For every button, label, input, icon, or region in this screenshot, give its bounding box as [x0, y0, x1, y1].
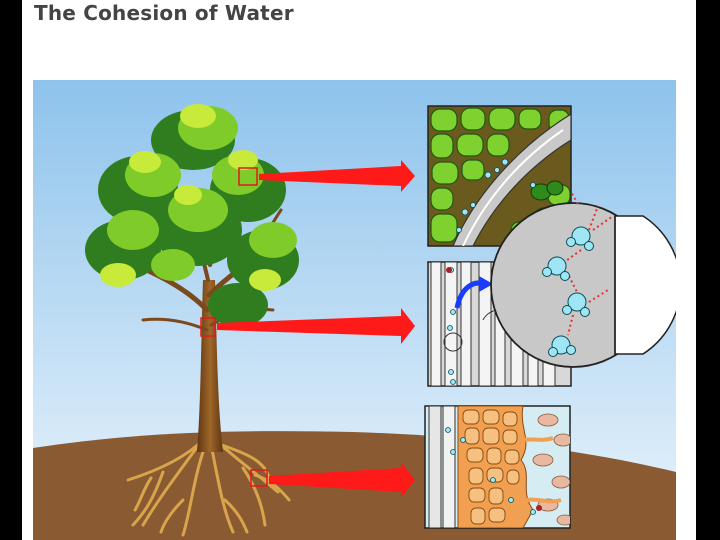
- leaf-detail-panel: [427, 105, 572, 247]
- root-detail-panel: [424, 405, 571, 529]
- page-title: The Cohesion of Water: [34, 1, 294, 25]
- stem-arrow: [217, 308, 415, 344]
- roots: [126, 438, 291, 537]
- hydrogen-bonds: [562, 191, 614, 336]
- cohesion-diagram: [33, 80, 676, 540]
- root-callout-box: [250, 469, 268, 487]
- leaf-callout-box: [238, 167, 258, 186]
- trunk: [197, 280, 223, 452]
- stem-callout-box: [200, 317, 216, 337]
- leaf-arrow: [259, 160, 415, 192]
- root-arrow: [269, 462, 415, 498]
- water-molecules: [542, 226, 594, 357]
- molecule-magnifier: [490, 191, 676, 368]
- page: The Cohesion of Water: [22, 0, 696, 540]
- diagram-svg: [33, 80, 676, 540]
